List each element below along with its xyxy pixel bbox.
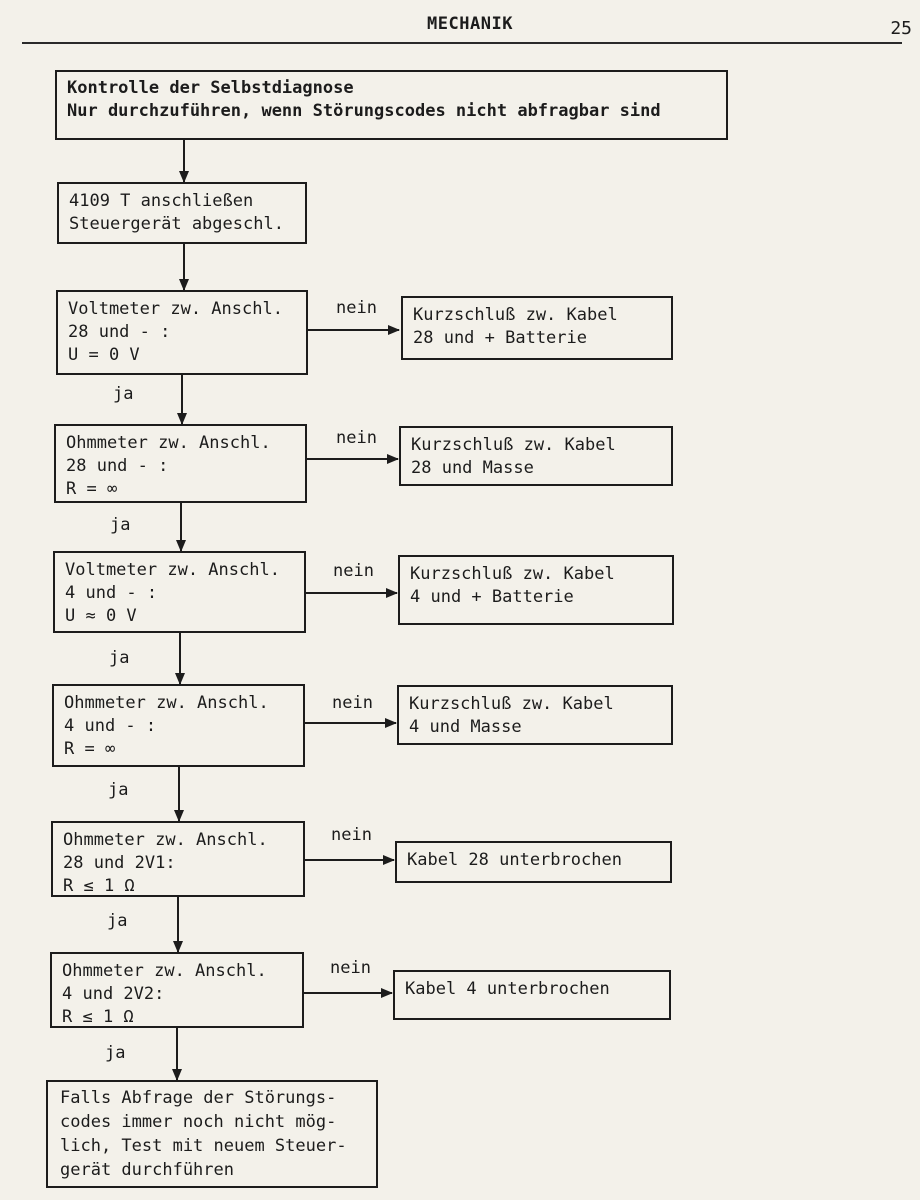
check-box-5: Ohmmeter zw. Anschl. 28 und 2V1: R ≤ 1 Ω [51,821,305,897]
no-label-3: nein [333,561,374,581]
check-box-4: Ohmmeter zw. Anschl. 4 und - : R = ∞ [52,684,305,767]
end-box: Falls Abfrage der Störungs- codes immer … [46,1080,378,1188]
fault-box-6: Kabel 4 unterbrochen [393,970,671,1020]
header-rule [22,42,902,44]
yes-label-5: ja [107,911,128,931]
yes-label-2: ja [110,515,131,535]
check-box-1: Voltmeter zw. Anschl. 28 und - : U = 0 V [56,290,308,375]
yes-label-6: ja [105,1043,126,1063]
connect-tester-box: 4109 T anschließen Steuergerät abgeschl. [57,182,307,244]
check-box-6: Ohmmeter zw. Anschl. 4 und 2V2: R ≤ 1 Ω [50,952,304,1028]
no-label-2: nein [336,428,377,448]
no-label-4: nein [332,693,373,713]
fault-box-2: Kurzschluß zw. Kabel 28 und Masse [399,426,673,486]
fault-box-4: Kurzschluß zw. Kabel 4 und Masse [397,685,673,745]
yes-label-4: ja [108,780,129,800]
no-label-6: nein [330,958,371,978]
check-box-2: Ohmmeter zw. Anschl. 28 und - : R = ∞ [54,424,307,503]
no-label-5: nein [331,825,372,845]
yes-label-1: ja [113,384,134,404]
page-number: 25 [890,18,912,39]
yes-label-3: ja [109,648,130,668]
fault-box-5: Kabel 28 unterbrochen [395,841,672,883]
start-box: Kontrolle der Selbstdiagnose Nur durchzu… [55,70,728,140]
check-box-3: Voltmeter zw. Anschl. 4 und - : U ≈ 0 V [53,551,306,633]
no-label-1: nein [336,298,377,318]
fault-box-3: Kurzschluß zw. Kabel 4 und + Batterie [398,555,674,625]
page-header-title: MECHANIK [427,14,513,34]
fault-box-1: Kurzschluß zw. Kabel 28 und + Batterie [401,296,673,360]
